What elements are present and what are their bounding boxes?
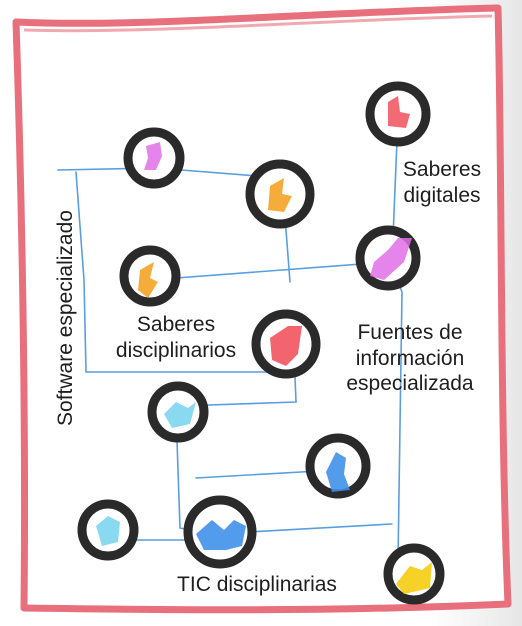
label-line: Saberes bbox=[402, 158, 482, 181]
label-line: disciplinarios bbox=[115, 338, 237, 362]
link-line bbox=[149, 261, 389, 281]
node-cyan-1 bbox=[147, 381, 209, 443]
paper-frame-inner bbox=[23, 14, 493, 33]
node-blue-1 bbox=[305, 433, 371, 499]
node-cyan-2 bbox=[77, 499, 139, 561]
node-orange-2 bbox=[119, 245, 181, 307]
label-tic-disciplinarias: TIC disciplinarias bbox=[177, 573, 337, 596]
label-line: Fuentes de bbox=[357, 321, 463, 344]
label-fuentes-informacion: Fuentes de información especializada bbox=[320, 320, 500, 397]
node-blue-2 bbox=[183, 495, 257, 569]
link-line bbox=[75, 171, 269, 373]
node-red-top bbox=[365, 81, 431, 147]
label-software-especializado: Software especializado bbox=[54, 210, 78, 426]
node-red-2 bbox=[251, 309, 321, 379]
node-magenta-2 bbox=[355, 225, 421, 291]
label-line: digitales bbox=[403, 183, 481, 207]
diagram-nodes bbox=[77, 81, 445, 605]
node-orange-1 bbox=[245, 159, 315, 229]
label-line: Saberes bbox=[136, 313, 216, 336]
label-line: especializada bbox=[346, 372, 474, 396]
label-line: información bbox=[355, 346, 465, 370]
node-yellow bbox=[383, 543, 445, 605]
label-saberes-disciplinarios: Saberes disciplinarios bbox=[88, 312, 264, 363]
label-saberes-digitales: Saberes digitales bbox=[386, 157, 498, 208]
node-magenta-1 bbox=[123, 127, 185, 189]
